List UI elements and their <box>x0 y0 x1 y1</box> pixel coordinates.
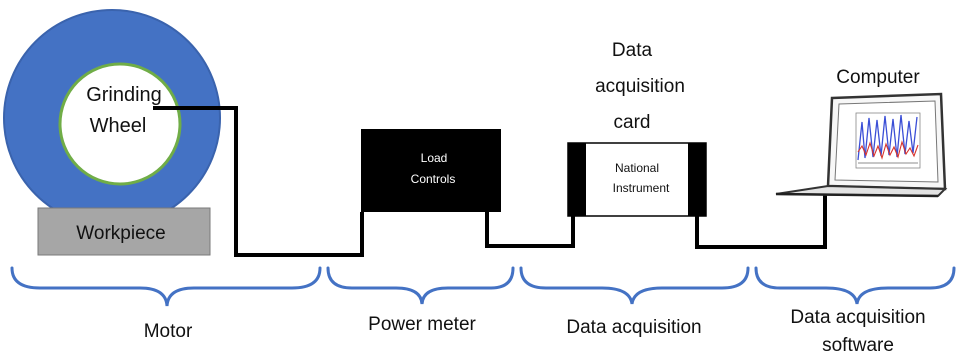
daq-card-line1: National <box>615 161 659 175</box>
brace-data-acquisition <box>519 266 750 305</box>
wiring <box>153 106 827 257</box>
computer-label: Computer <box>836 67 920 88</box>
screen-plot-series-red <box>857 140 919 160</box>
section-label-motor: Motor <box>144 321 193 342</box>
power-meter-box: Load Controls <box>361 129 501 212</box>
workpiece-block <box>37 207 211 256</box>
wire-motor-to-power-meter <box>153 106 364 257</box>
daq-card-title-line2: acquisition <box>595 76 685 97</box>
brace-power-meter <box>326 266 515 305</box>
daq-card-title-line1: Data <box>612 40 653 61</box>
wire-daq-to-computer <box>695 193 827 249</box>
power-meter-body <box>361 129 501 212</box>
daq-card-line2: Instrument <box>613 181 670 195</box>
daq-card-body <box>567 142 707 217</box>
grinding-wheel-hub <box>58 62 182 186</box>
power-meter-line1: Load <box>421 151 448 165</box>
section-label-software-line2: software <box>822 335 894 356</box>
daq-card: Data acquisition card National Instrumen… <box>567 40 707 217</box>
brace-motor <box>10 266 322 307</box>
section-label-power-meter: Power meter <box>368 314 476 335</box>
laptop-base-edge <box>775 192 939 198</box>
screen-plot-series-blue <box>857 114 918 161</box>
computer: Computer <box>775 67 948 198</box>
grinding-wheel-label-line1: Grinding <box>86 84 162 106</box>
laptop-icon <box>775 92 948 198</box>
grinding-wheel: Grinding Wheel <box>3 9 221 227</box>
section-label-software-line1: Data acquisition <box>790 307 925 328</box>
grinding-wheel-label-line2: Wheel <box>90 115 147 137</box>
workpiece: Workpiece <box>37 207 211 256</box>
daq-card-left-connector <box>568 143 586 216</box>
brace-software <box>754 266 956 305</box>
section-labels: Motor Power meter Data acquisition Data … <box>144 307 926 356</box>
section-label-data-acquisition: Data acquisition <box>566 317 701 338</box>
wire-power-meter-to-daq <box>485 212 575 248</box>
daq-card-right-connector <box>688 143 706 216</box>
power-meter-line2: Controls <box>411 172 456 186</box>
workpiece-label: Workpiece <box>76 223 165 244</box>
daq-card-title-line3: card <box>614 112 651 133</box>
section-braces <box>10 266 956 307</box>
